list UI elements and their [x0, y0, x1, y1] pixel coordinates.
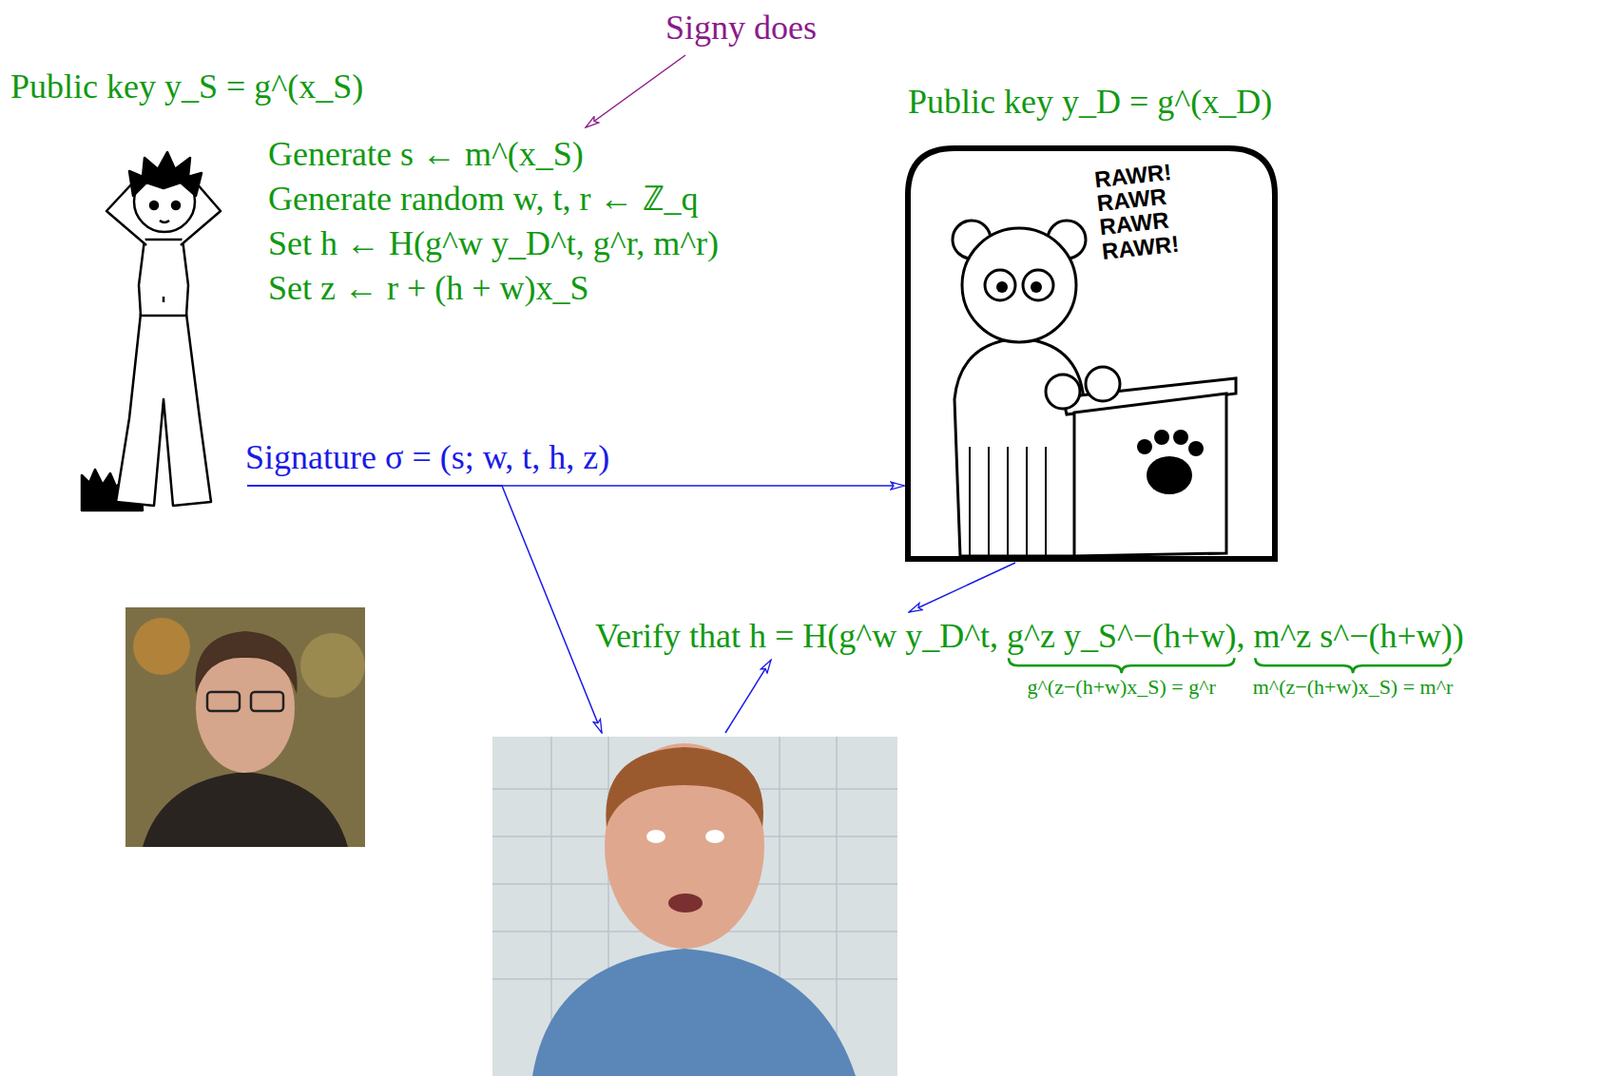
underbraces [1008, 657, 1451, 674]
navel [162, 296, 166, 303]
photo-background [492, 736, 898, 1076]
photo-left [125, 607, 366, 848]
signature-arrow [908, 562, 1016, 613]
public-key: Public key y_D = g^(x_D) [907, 81, 1273, 123]
bear-paw [1045, 374, 1080, 409]
brace-note: m^(z−(h+w)x_S) = m^r [1253, 674, 1454, 700]
torso [138, 239, 189, 316]
edge-label: Signature σ = (s; w, t, h, z) [245, 437, 610, 479]
algorithm-step: Generate s ← m^(x_S) [268, 134, 584, 175]
underbrace [1254, 657, 1450, 674]
podium [1074, 393, 1227, 557]
brace-note: g^(z−(h+w)x_S) = g^r [1027, 674, 1216, 700]
callout-text: Signy does [665, 7, 817, 49]
shirt [532, 948, 856, 1076]
hair [129, 152, 202, 196]
photo-background [125, 607, 366, 848]
curtain-line [987, 446, 990, 557]
jacket [142, 771, 348, 848]
verify-text: Verify that h = H(g^w y_D^t, g^z y_S^−(h… [595, 616, 1465, 657]
eye [646, 829, 666, 844]
eye [996, 281, 1008, 293]
bear-panel [907, 148, 1275, 560]
grid-line [835, 736, 838, 1076]
paw-toe [1173, 429, 1189, 445]
eye [705, 829, 725, 844]
signer-figure: Public key y_S = g^(x_S) [81, 137, 246, 511]
mouth [159, 220, 170, 223]
curtain-line [1025, 446, 1028, 557]
glasses [207, 692, 284, 712]
lens [207, 692, 240, 712]
leaves [133, 617, 191, 675]
paw-toe [1137, 439, 1153, 455]
photo-bottom [492, 736, 898, 1076]
algorithm-step: Generate random w, t, r ← ℤ_q [268, 178, 699, 220]
leaves [300, 633, 366, 698]
eye [150, 201, 158, 210]
algorithm-step: Set h ← H(g^w y_D^t, g^r, m^r) [268, 223, 719, 265]
eye [172, 201, 180, 210]
curtain-line [968, 446, 971, 557]
verifier-photo [492, 736, 898, 1076]
paw-print [1137, 429, 1204, 495]
paw-toe [1154, 429, 1170, 445]
bear-head [962, 228, 1077, 343]
signature-arrow [725, 659, 772, 733]
glasses [1022, 269, 1054, 301]
hair [194, 631, 297, 694]
signature-arrow [247, 485, 602, 733]
signy-figure [81, 152, 221, 511]
bear-panel: Public key y_D = g^(x_D)RAWR! RAWR RAWR … [907, 148, 1275, 560]
mouth [668, 893, 703, 913]
lens [250, 692, 284, 712]
leader-line [585, 55, 686, 128]
bear-body [954, 338, 1084, 557]
glasses [984, 269, 1016, 301]
curtain-line [1006, 446, 1009, 557]
pants [115, 313, 212, 506]
curtain [969, 446, 1046, 557]
public-key: Public key y_S = g^(x_S) [10, 66, 364, 108]
panel-outline [907, 148, 1275, 560]
verify-equation: Verify that h = H(g^w y_D^t, g^z y_S^−(h… [595, 616, 1465, 657]
bear-paw [1085, 366, 1120, 402]
algorithm-step: Set z ← r + (h + w)x_S [268, 268, 590, 309]
face [604, 743, 765, 949]
paw-pad [1146, 456, 1193, 495]
speech-text: RAWR! RAWR RAWR RAWR! [1093, 159, 1180, 264]
curtain-line [1044, 446, 1047, 557]
hair [605, 747, 764, 828]
underbrace [1008, 657, 1234, 674]
calendar-grid [492, 736, 898, 1076]
paw-toe [1188, 441, 1204, 457]
eye [1030, 281, 1042, 293]
